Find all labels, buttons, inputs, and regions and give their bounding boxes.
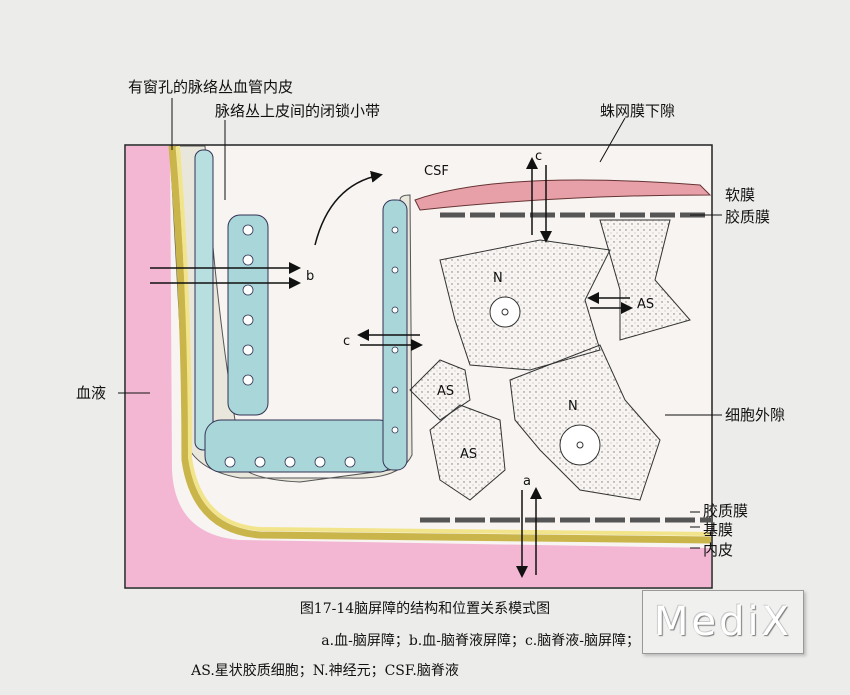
watermark-logo: MediX (642, 590, 804, 654)
label-glial-top: 胶质膜 (725, 208, 770, 226)
label-b: b (306, 269, 314, 284)
blood-region (126, 146, 711, 587)
label-n-2: N (568, 399, 578, 414)
astrocyte-3 (429, 404, 506, 501)
label-blood: 血液 (76, 384, 106, 402)
neuron-2 (509, 344, 661, 501)
label-basement: 基膜 (703, 521, 733, 539)
label-n-1: N (493, 271, 503, 286)
label-as-3: AS (460, 447, 477, 462)
label-endothelium: 内皮 (703, 541, 733, 559)
endothelium-layer (168, 145, 712, 544)
caption-line-2: AS.星状胶质细胞；N.神经元；CSF.脑脊液 (191, 663, 459, 679)
caption-title: 图17-14脑屏障的结构和位置关系模式图 (299, 601, 551, 617)
label-c-top: c (535, 149, 542, 164)
label-tight-junction: 脉络丛上皮间的闭锁小带 (215, 102, 380, 120)
label-extracellular: 细胞外隙 (725, 406, 785, 424)
label-pia: 软膜 (725, 186, 755, 204)
label-fenestrated-endothelium: 有窗孔的脉络丛血管内皮 (128, 78, 293, 96)
label-as-1: AS (637, 297, 654, 312)
caption-line-1: a.血-脑屏障；b.血-脑脊液屏障；c.脑脊液-脑屏障； (321, 633, 640, 649)
label-subarachnoid: 蛛网膜下隙 (600, 102, 675, 120)
label-csf: CSF (424, 164, 449, 179)
label-glial-bottom: 胶质膜 (703, 502, 748, 520)
label-c-left: c (343, 334, 350, 349)
pia-mater (414, 179, 712, 211)
label-a: a (523, 474, 531, 489)
label-as-2: AS (437, 384, 454, 399)
astrocyte-2 (409, 359, 471, 421)
